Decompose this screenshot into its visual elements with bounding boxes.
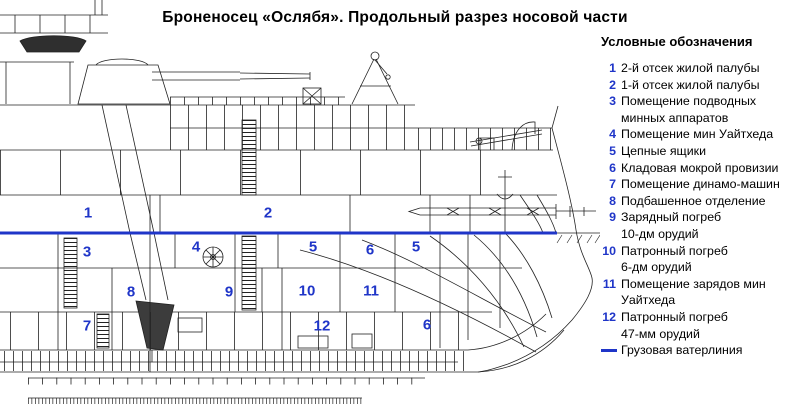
hull-structure (0, 0, 600, 404)
legend-item-label: Помещение динамо-машин (621, 177, 780, 192)
legend-item-label: Подбашенное отделение (621, 193, 766, 208)
legend-item-waterline: Грузовая ватерлиния (601, 342, 799, 359)
ammo-chute (135, 300, 175, 351)
legend-item-number: 10 (602, 243, 616, 258)
legend-item-number: 9 (609, 210, 616, 225)
legend-item-number: 5 (609, 143, 616, 158)
legend-heading: Условные обозначения (601, 34, 753, 49)
legend-item-label: Кладовая мокрой провизии (621, 160, 779, 175)
legend-item-label: Помещение мин Уайтхеда (621, 127, 774, 142)
legend-item-1: 1 2-й отсек жилой палубы (601, 60, 799, 77)
legend-item-8: 8 Подбашенное отделение (601, 193, 799, 210)
legend-item-2: 2 1-й отсек жилой палубы (601, 77, 799, 94)
page-title: Броненосец «Ослябя». Продольный разрез н… (162, 9, 628, 26)
bow-stem (477, 127, 593, 373)
legend-item-label: Цепные ящики (621, 143, 707, 158)
legend-item-number: 6 (609, 160, 616, 175)
legend-item-number: 12 (602, 309, 616, 324)
spar (407, 204, 596, 219)
scale-ruler (28, 377, 425, 404)
legend-item-label: 2-й отсек жилой палубы (621, 61, 760, 75)
legend-list: 1 2-й отсек жилой палубы 2 1-й отсек жилой … (601, 60, 799, 342)
legend-item-6: 6 Кладовая мокрой провизии (601, 160, 799, 177)
legend-item-number: 1 (609, 61, 616, 75)
legend-item-number: 2 (609, 77, 616, 92)
legend-item-7: 7 Помещение динамо-машин (601, 176, 799, 193)
legend-item-number: 3 (609, 94, 616, 109)
ship-section-diagram (0, 0, 600, 404)
legend-item-label: Грузовая ватерлиния (621, 343, 743, 358)
torpedo-tube-wheel (202, 246, 224, 268)
legend-item-label: 1-й отсек жилой палубы (621, 77, 760, 92)
deck-gun (469, 129, 543, 150)
legend: Условные обозначения 1 2-й отсек жилой па… (601, 34, 799, 359)
waterline-swatch-icon (601, 349, 617, 353)
legend-item-4: 4 Помещение мин Уайтхеда (601, 126, 799, 143)
legend-item-number: 8 (609, 193, 616, 208)
legend-item-number: 4 (609, 127, 616, 142)
ladder (63, 119, 257, 349)
legend-item-5: 5 Цепные ящики (601, 143, 799, 160)
legend-item-number: 11 (602, 276, 616, 291)
ship-boat (19, 35, 87, 53)
boat-crane (351, 51, 399, 105)
legend-item-number: 7 (609, 177, 616, 192)
capstan (302, 87, 322, 105)
gun-turret (77, 58, 311, 105)
